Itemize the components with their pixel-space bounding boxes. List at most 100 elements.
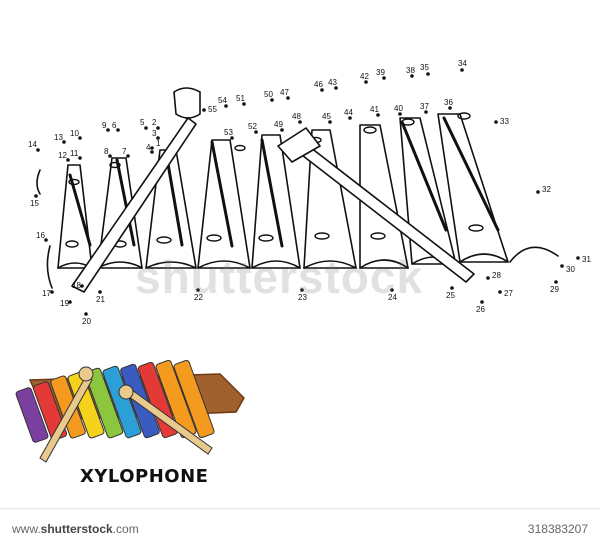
dot-marker bbox=[62, 140, 66, 144]
dot-number: 34 bbox=[458, 59, 467, 68]
numbered-dot-31: 31 bbox=[576, 255, 591, 264]
dot-marker bbox=[480, 300, 484, 304]
numbered-dot-53: 53 bbox=[224, 128, 234, 140]
footer-brand-suffix: .com bbox=[112, 522, 139, 536]
dot-number: 31 bbox=[582, 255, 591, 264]
numbered-dot-44: 44 bbox=[344, 108, 353, 120]
dot-marker bbox=[196, 288, 200, 292]
dot-number: 25 bbox=[446, 291, 455, 300]
dot-number: 24 bbox=[388, 293, 397, 302]
color-mallet-left-head bbox=[78, 366, 94, 382]
dot-marker bbox=[320, 88, 324, 92]
outline-bar bbox=[399, 117, 457, 265]
outline-bar bbox=[57, 164, 93, 269]
dot-number: 1 bbox=[156, 139, 161, 148]
footer-brand-name: shutterstock bbox=[40, 522, 113, 536]
numbered-dot-16: 16 bbox=[36, 231, 48, 242]
dot-number: 39 bbox=[376, 68, 385, 77]
dot-marker bbox=[224, 104, 228, 108]
numbered-dot-6: 6 bbox=[112, 121, 120, 132]
dot-marker bbox=[156, 136, 160, 140]
dot-marker bbox=[108, 154, 112, 158]
dot-marker bbox=[36, 148, 40, 152]
dot-marker bbox=[84, 312, 88, 316]
outline-bar bbox=[251, 134, 301, 269]
dot-number: 55 bbox=[208, 105, 217, 114]
numbered-dot-2: 2 bbox=[152, 118, 160, 130]
dot-marker bbox=[536, 190, 540, 194]
bar-end-curve bbox=[197, 260, 251, 269]
dot-marker bbox=[382, 76, 386, 80]
rail bbox=[210, 140, 234, 248]
numbered-dot-54: 54 bbox=[218, 96, 228, 108]
outline-bar bbox=[197, 139, 251, 269]
numbered-dot-30: 30 bbox=[560, 264, 575, 274]
dot-marker bbox=[106, 128, 110, 132]
dot-number: 28 bbox=[492, 271, 501, 280]
dot-number: 17 bbox=[42, 289, 51, 298]
outline-bar bbox=[97, 157, 143, 269]
dot-number: 51 bbox=[236, 94, 245, 103]
color-xylophone bbox=[15, 359, 245, 463]
dot-number: 7 bbox=[122, 147, 127, 156]
dot-marker bbox=[348, 116, 352, 120]
dot-marker bbox=[376, 113, 380, 117]
numbered-dot-47: 47 bbox=[280, 88, 290, 100]
mallet-left-handle bbox=[71, 117, 197, 293]
dot-number: 53 bbox=[224, 128, 233, 137]
numbered-dot-8: 8 bbox=[104, 147, 112, 158]
dot-marker bbox=[150, 150, 154, 154]
numbered-dot-20: 20 bbox=[82, 312, 91, 326]
numbered-dot-26: 26 bbox=[476, 300, 485, 314]
numbered-dot-34: 34 bbox=[458, 59, 467, 72]
numbered-dot-29: 29 bbox=[550, 280, 559, 294]
dot-marker bbox=[286, 96, 290, 100]
dot-number: 2 bbox=[152, 118, 157, 127]
numbered-dot-19: 19 bbox=[60, 299, 72, 308]
bar-end-curve bbox=[251, 260, 301, 269]
dot-number: 37 bbox=[420, 102, 429, 111]
dot-marker bbox=[424, 110, 428, 114]
dot-marker bbox=[554, 280, 558, 284]
dot-marker bbox=[576, 256, 580, 260]
numbered-dot-10: 10 bbox=[70, 129, 82, 140]
numbered-dot-38: 38 bbox=[406, 66, 415, 78]
rail bbox=[68, 173, 92, 247]
dot-number: 8 bbox=[104, 147, 109, 156]
numbered-dot-23: 23 bbox=[298, 288, 307, 302]
color-mallet-left bbox=[39, 375, 93, 463]
numbered-dot-52: 52 bbox=[248, 122, 258, 134]
numbered-dot-21: 21 bbox=[96, 290, 105, 304]
dot-marker bbox=[50, 290, 54, 294]
dot-marker bbox=[560, 264, 564, 268]
numbered-dot-17: 17 bbox=[42, 289, 54, 298]
dot-number: 3 bbox=[152, 129, 157, 138]
dot-marker bbox=[116, 128, 120, 132]
frame-end-left bbox=[36, 169, 41, 195]
numbered-dot-33: 33 bbox=[494, 117, 509, 126]
dot-number: 12 bbox=[58, 151, 67, 160]
numbered-dot-46: 46 bbox=[314, 80, 324, 92]
dot-marker bbox=[156, 126, 160, 130]
dot-number: 33 bbox=[500, 117, 509, 126]
dot-marker bbox=[126, 154, 130, 158]
dot-number: 36 bbox=[444, 98, 453, 107]
bar-end-curve bbox=[97, 261, 143, 269]
dot-number: 26 bbox=[476, 305, 485, 314]
dot-marker bbox=[460, 68, 464, 72]
bar-end-curve bbox=[359, 259, 409, 269]
dot-marker bbox=[80, 284, 84, 288]
outline-bar bbox=[303, 129, 357, 269]
numbered-dot-35: 35 bbox=[420, 63, 430, 76]
dot-marker bbox=[298, 120, 302, 124]
dot-marker bbox=[44, 238, 48, 242]
mallet-right-head bbox=[277, 127, 321, 163]
dot-number: 49 bbox=[274, 120, 283, 129]
color-bar bbox=[173, 359, 215, 439]
numbered-dot-41: 41 bbox=[370, 105, 380, 117]
bar-end-curve bbox=[303, 260, 357, 269]
dot-number: 5 bbox=[140, 118, 145, 127]
numbered-dot-11: 11 bbox=[70, 149, 82, 160]
dot-number: 11 bbox=[70, 149, 79, 158]
